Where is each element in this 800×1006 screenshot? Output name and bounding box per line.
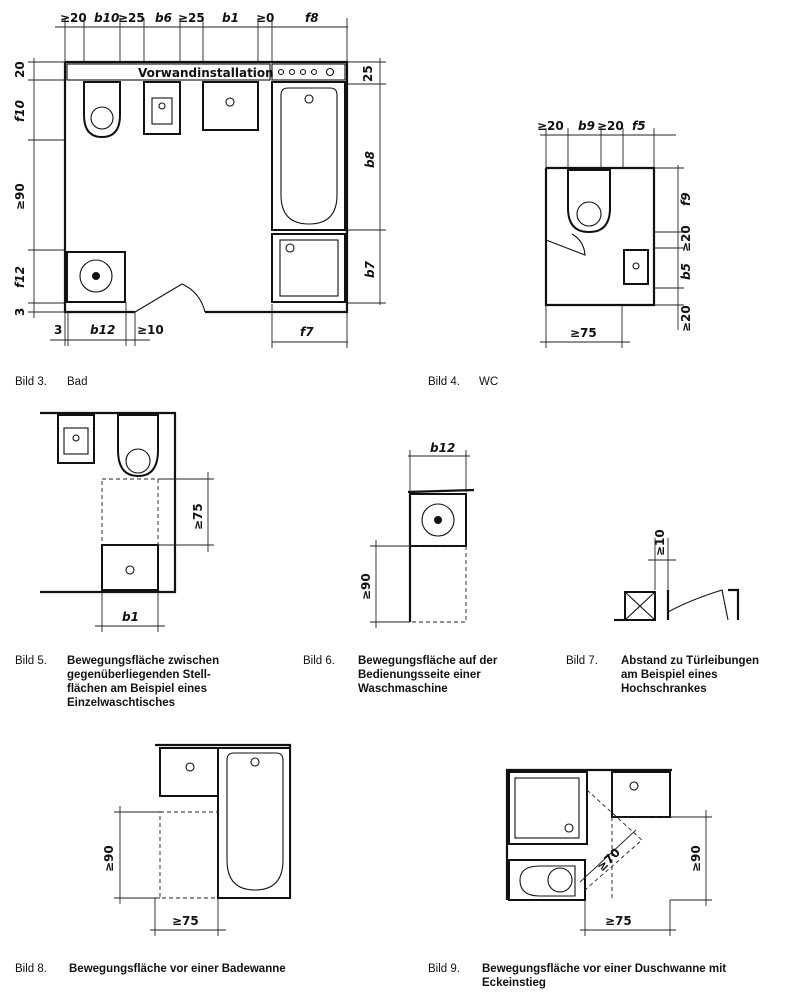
b6-dim-top: b12 [430, 441, 455, 455]
figure-bild3-bathroom: ≥20 b10 ≥25 b6 ≥25 b1 ≥0 f8 20 f10 ≥90 f… [13, 11, 386, 388]
b8-dim-vertical: ≥90 [102, 845, 116, 872]
b3-caption-number: Bild 3. [15, 376, 47, 388]
b3-bottom-dim-3: ≥10 [137, 323, 164, 337]
b7-caption-number: Bild 7. [566, 655, 598, 667]
b3-right-dim-2: b8 [363, 151, 377, 168]
b9-caption-number: Bild 9. [428, 963, 460, 975]
b6-dim-vertical: ≥90 [359, 573, 373, 600]
b4-caption-title: WC [479, 376, 498, 388]
b3-left-dim-3: ≥90 [13, 183, 27, 210]
b3-top-dim-5: ≥25 [178, 11, 205, 25]
b6-caption-line-2: Bedienungsseite einer [358, 669, 481, 681]
figure-bild8: ≥90 ≥75 Bild 8. Bewegungsfläche vor eine… [15, 743, 292, 975]
b6-caption-number: Bild 6. [303, 655, 335, 667]
b3-top-dim-4: b6 [155, 11, 172, 25]
b9-caption-line-2: Eckeinstieg [482, 977, 546, 989]
figure-bild4-wc: ≥20 b9 ≥20 f5 f9 ≥20 b5 ≥20 ≥75 Bild 4. … [428, 119, 693, 388]
b9-dim-vertical: ≥90 [689, 845, 703, 872]
b4-top-dim-2: b9 [578, 119, 595, 133]
b8-dim-horizontal: ≥75 [172, 914, 199, 928]
b6-caption-line-1: Bewegungsfläche auf der [358, 655, 498, 667]
figure-bild9: ≥70 ≥90 ≥75 Bild 9. Bewegungsfläche vor … [428, 768, 726, 989]
b4-bottom-dim-1: ≥75 [570, 326, 597, 340]
b3-top-dim-6: b1 [222, 11, 239, 25]
b8-caption-number: Bild 8. [15, 963, 47, 975]
b9-caption-line-1: Bewegungsfläche vor einer Duschwanne mit [482, 963, 726, 975]
b3-banner-label: Vorwandinstallation [138, 66, 274, 80]
figure-bild5: ≥75 b1 Bild 5. Bewegungsfläche zwischen … [15, 411, 219, 709]
b8-caption-line-1: Bewegungsfläche vor einer Badewanne [69, 963, 286, 975]
b5-caption-line-2: gegenüberliegenden Stell- [67, 669, 211, 681]
b3-bottom-dim-1: 3 [54, 323, 62, 337]
b3-top-dim-2: b10 [94, 11, 119, 25]
b4-right-dim-1: f9 [679, 192, 693, 206]
b3-bottom-dim-4: f7 [300, 325, 314, 339]
b5-dim-vertical: ≥75 [191, 503, 205, 530]
b6-caption-line-3: Waschmaschine [358, 683, 448, 695]
b5-caption-number: Bild 5. [15, 655, 47, 667]
b4-top-dim-3: ≥20 [597, 119, 624, 133]
b4-right-dim-2: ≥20 [679, 225, 693, 252]
b7-caption-line-2: am Beispiel eines [621, 669, 718, 681]
b5-dim-horizontal: b1 [122, 610, 139, 624]
b4-caption-number: Bild 4. [428, 376, 460, 388]
b5-caption-line-3: flächen am Beispiel eines [67, 683, 207, 695]
b3-left-dim-4: f12 [13, 266, 27, 288]
b3-left-dim-5: 3 [13, 308, 27, 316]
b3-left-dim-1: 20 [13, 61, 27, 78]
b7-caption-line-3: Hochschrankes [621, 683, 707, 695]
b3-right-dim-1: 25 [361, 65, 375, 82]
b7-dim: ≥10 [653, 529, 667, 556]
b3-caption-title: Bad [67, 376, 87, 388]
b4-right-dim-4: ≥20 [679, 305, 693, 332]
b3-top-dim-8: f8 [305, 11, 319, 25]
b3-left-dim-2: f10 [13, 100, 27, 122]
b7-caption-line-1: Abstand zu Türleibungen [621, 655, 759, 667]
b3-bottom-dim-2: b12 [90, 323, 115, 337]
b4-top-dim-1: ≥20 [537, 119, 564, 133]
b4-top-dim-4: f5 [632, 119, 646, 133]
figure-bild7: ≥10 Bild 7. Abstand zu Türleibungen am B… [566, 529, 759, 695]
b9-dim-horizontal: ≥75 [605, 914, 632, 928]
b5-caption-line-4: Einzelwaschtisches [67, 697, 175, 709]
b3-top-dim-3: ≥25 [118, 11, 145, 25]
b3-top-dim-7: ≥0 [256, 11, 274, 25]
b5-caption-line-1: Bewegungsfläche zwischen [67, 655, 219, 667]
b3-top-dim-1: ≥20 [60, 11, 87, 25]
b3-right-dim-3: b7 [363, 260, 377, 278]
b4-right-dim-3: b5 [679, 263, 693, 280]
figure-bild6: b12 ≥90 Bild 6. Bewegungsfläche auf der … [303, 441, 498, 695]
